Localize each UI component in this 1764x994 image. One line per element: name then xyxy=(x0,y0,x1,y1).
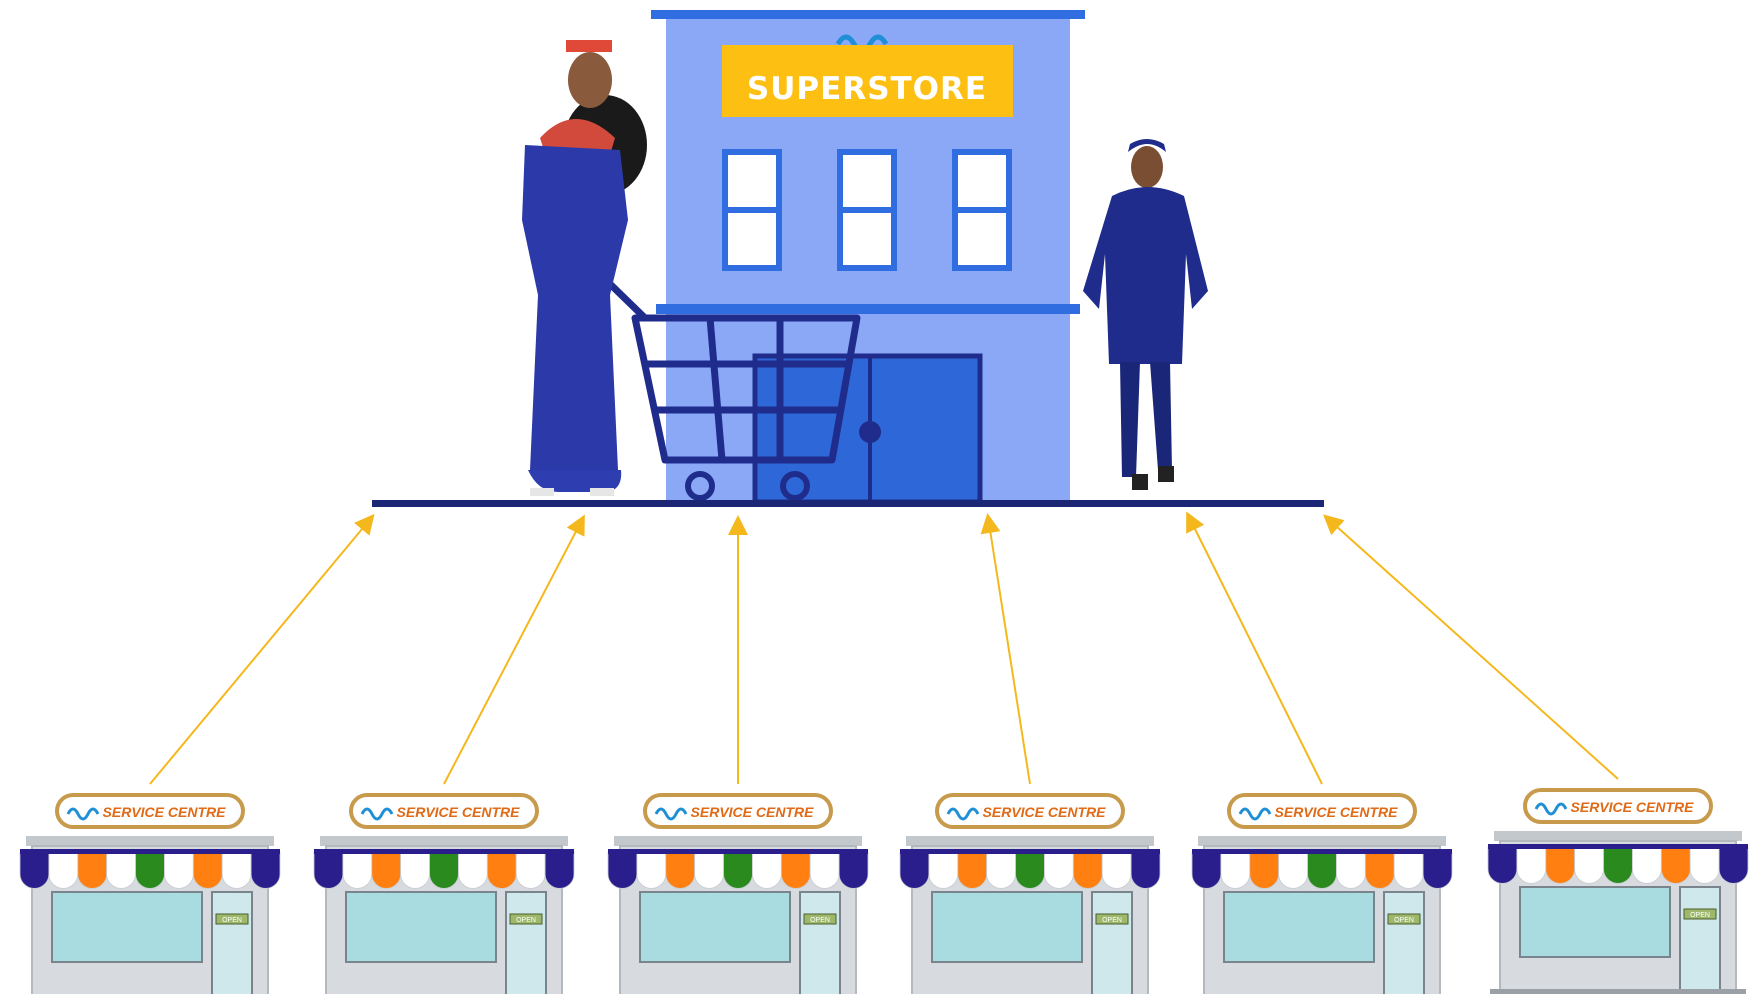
superstore-sign-label: SUPERSTORE xyxy=(747,71,987,107)
building-ledge xyxy=(656,304,1080,314)
connector-arrow xyxy=(988,517,1030,784)
service-centre-shop: SERVICE CENTRE OPEN xyxy=(1488,790,1748,994)
shop-door: OPEN xyxy=(506,892,546,994)
woman-figure xyxy=(522,40,647,496)
shop-roof xyxy=(906,836,1154,846)
open-sign: OPEN xyxy=(1394,917,1414,924)
shop-awning xyxy=(20,849,280,888)
connectors xyxy=(150,515,1618,784)
open-sign: OPEN xyxy=(1102,917,1122,924)
building-window xyxy=(837,149,897,271)
service-centre-sign: SERVICE CENTRE xyxy=(1525,790,1711,822)
shop-roof xyxy=(26,836,274,846)
shop-window xyxy=(1224,892,1374,962)
shop-awning xyxy=(1488,844,1748,883)
service-centre-shop: SERVICE CENTRE OPEN xyxy=(608,795,868,994)
shop-roof xyxy=(1198,836,1446,846)
shop-base xyxy=(1490,989,1746,994)
building-door xyxy=(755,356,980,502)
connector-arrow xyxy=(444,518,583,784)
service-centre-label: SERVICE CENTRE xyxy=(1571,799,1695,815)
service-centre-sign: SERVICE CENTRE xyxy=(1229,795,1415,827)
service-centre-sign: SERVICE CENTRE xyxy=(937,795,1123,827)
shop-window xyxy=(346,892,496,962)
open-sign: OPEN xyxy=(810,917,830,924)
shop-awning xyxy=(608,849,868,888)
shop-window xyxy=(52,892,202,962)
shop-awning xyxy=(1192,849,1452,888)
service-centre-label: SERVICE CENTRE xyxy=(983,804,1107,820)
shop-window xyxy=(932,892,1082,962)
building-window xyxy=(952,149,1012,271)
shop-door: OPEN xyxy=(1680,887,1720,991)
shop-door: OPEN xyxy=(1384,892,1424,994)
service-centre-shop: SERVICE CENTRE OPEN xyxy=(314,795,574,994)
service-centre-label: SERVICE CENTRE xyxy=(691,804,815,820)
shop-awning xyxy=(314,849,574,888)
service-centre-shop: SERVICE CENTRE OPEN xyxy=(900,795,1160,994)
man-figure xyxy=(1083,139,1208,490)
shop-door: OPEN xyxy=(212,892,252,994)
building-window xyxy=(722,149,782,271)
superstore-ground-line xyxy=(372,500,1324,507)
shop-door: OPEN xyxy=(1092,892,1132,994)
shop-roof xyxy=(1494,831,1742,841)
service-centre-sign: SERVICE CENTRE xyxy=(351,795,537,827)
service-centre-label: SERVICE CENTRE xyxy=(1275,804,1399,820)
shop-window xyxy=(640,892,790,962)
open-sign: OPEN xyxy=(1690,912,1710,919)
service-centre-label: SERVICE CENTRE xyxy=(103,804,227,820)
connector-arrow xyxy=(150,517,372,784)
service-centre-label: SERVICE CENTRE xyxy=(397,804,521,820)
building-roof-edge xyxy=(651,10,1085,19)
open-sign: OPEN xyxy=(222,917,242,924)
shop-roof xyxy=(614,836,862,846)
open-sign: OPEN xyxy=(516,917,536,924)
shop-awning xyxy=(900,849,1160,888)
service-centre-sign: SERVICE CENTRE xyxy=(57,795,243,827)
connector-arrow xyxy=(1188,515,1322,784)
connector-arrow xyxy=(1326,517,1618,779)
shop-roof xyxy=(320,836,568,846)
service-centre-shop: SERVICE CENTRE OPEN xyxy=(20,795,280,994)
shop-door: OPEN xyxy=(800,892,840,994)
service-centre-sign: SERVICE CENTRE xyxy=(645,795,831,827)
service-centre-shop: SERVICE CENTRE OPEN xyxy=(1192,795,1452,994)
shop-window xyxy=(1520,887,1670,957)
